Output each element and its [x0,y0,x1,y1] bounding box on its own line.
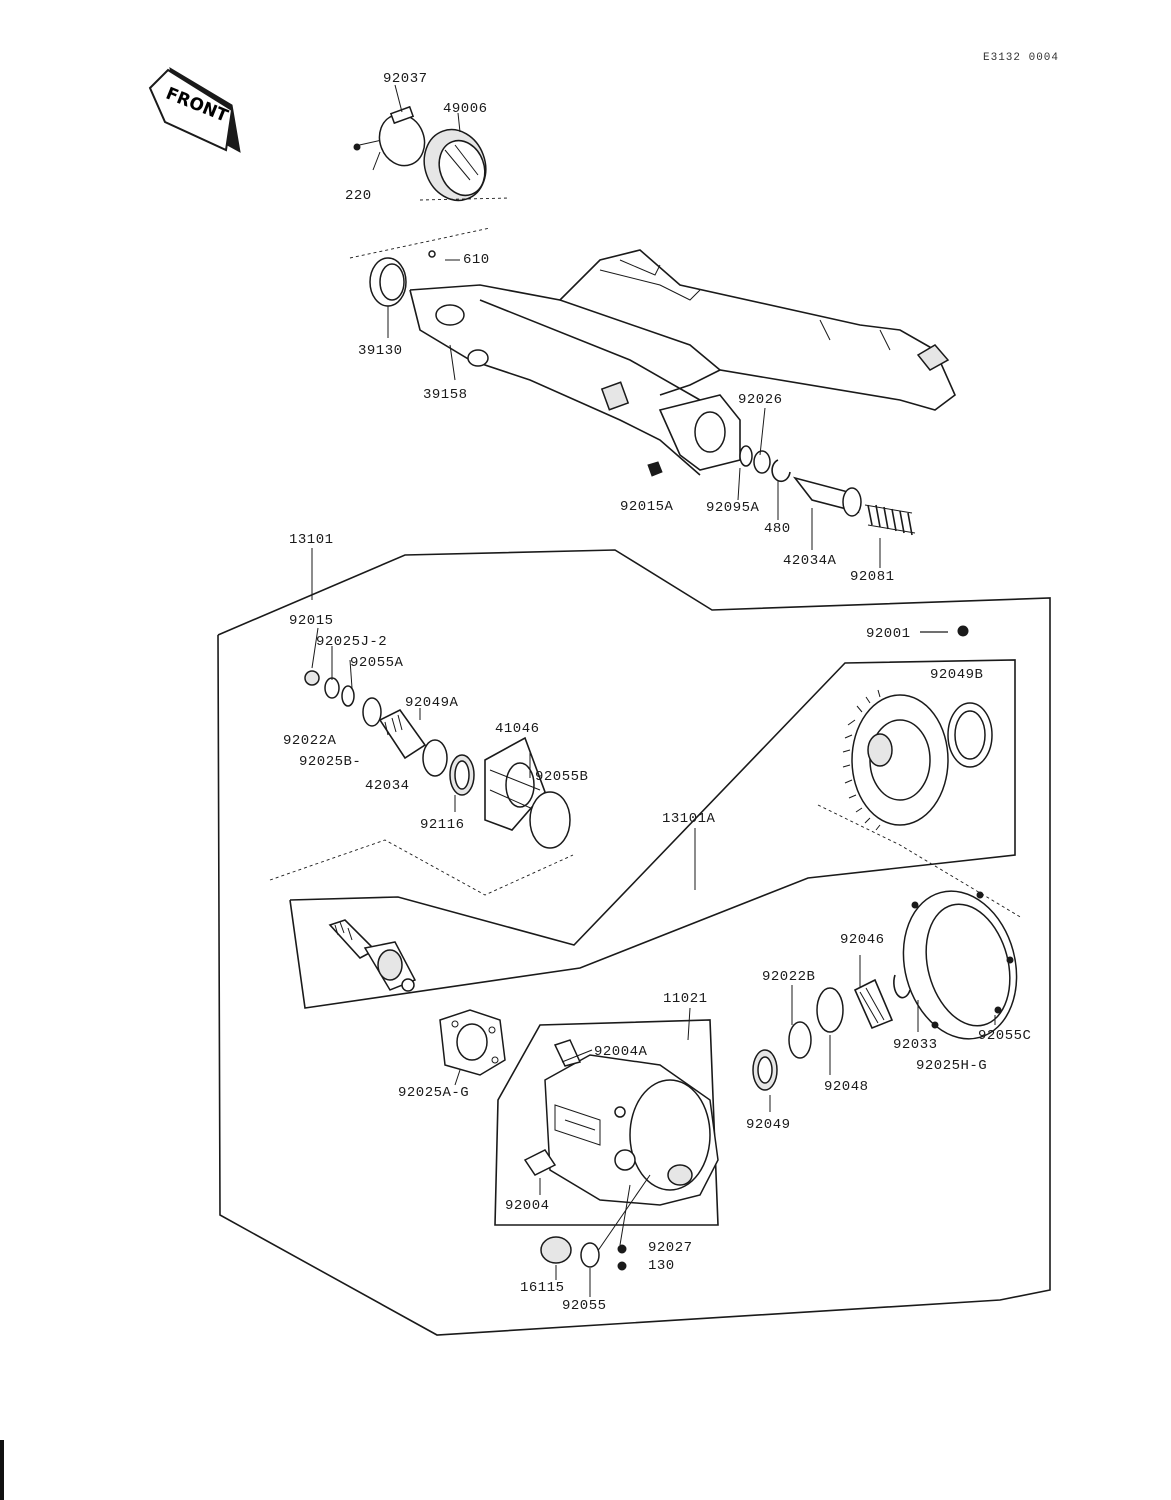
leader-92001 [920,631,948,633]
label-13101a: 13101A [662,811,716,827]
label-92049: 92049 [746,1117,791,1133]
label-92046: 92046 [840,932,885,948]
label-610: 610 [463,252,490,268]
pivot-parts [369,250,460,381]
label-92048: 92048 [824,1079,869,1095]
label-92116: 92116 [420,817,465,833]
page-edge-mark [0,1440,4,1500]
label-39158: 39158 [423,387,468,403]
label-11021: 11021 [663,991,708,1007]
label-92004a: 92004A [594,1044,648,1060]
label-92022a: 92022A [283,733,337,749]
group-outline-13101 [217,548,1051,1336]
label-92025a-g: 92025A-G [398,1085,470,1101]
label-92015a: 92015A [620,499,674,515]
drive-shaft-parts [647,407,916,568]
label-220: 220 [345,188,372,204]
drain-plug-parts [540,1236,627,1297]
pinion-shaft [328,919,417,992]
label-92022b: 92022B [762,969,816,985]
label-92095a: 92095A [706,500,760,516]
diagram-code: E3132 0004 [983,52,1060,64]
label-42034a: 42034A [783,553,837,569]
label-92026: 92026 [738,392,783,408]
ring-gear-assembly [817,625,1023,919]
label-42034: 42034 [365,778,410,794]
label-92025h-g: 92025H-G [916,1058,988,1074]
label-130: 130 [648,1258,675,1274]
label-480: 480 [764,521,791,537]
pinion-parts [269,627,574,896]
label-92055a: 92055A [350,655,404,671]
label-41046: 41046 [495,721,540,737]
case-cover [752,890,1018,1112]
label-92025j-2: 92025J-2 [316,634,388,650]
label-92081: 92081 [850,569,895,585]
group-outline-13101A [289,659,1016,1009]
spring-92081 [864,504,916,536]
label-49006: 49006 [443,101,488,117]
label-13101: 13101 [289,532,334,548]
label-92055: 92055 [562,1298,607,1314]
label-92037: 92037 [383,71,428,87]
front-arrow-badge: FRONT [148,67,241,153]
label-92055b: 92055B [535,769,589,785]
label-92004: 92004 [505,1198,550,1214]
label-92015: 92015 [289,613,334,629]
label-92049a: 92049A [405,695,459,711]
label-92033: 92033 [893,1037,938,1053]
label-39130: 39130 [358,343,403,359]
label-92049b: 92049B [930,667,984,683]
swing-arm [409,249,956,476]
label-92025b: 92025B- [299,754,362,770]
gasket [439,1009,506,1086]
label-92001: 92001 [866,626,911,642]
label-16115: 16115 [520,1280,565,1296]
final-gear-case [494,1007,719,1256]
label-92027: 92027 [648,1240,693,1256]
boot-assembly [349,84,511,259]
label-92055c: 92055C [978,1028,1032,1044]
